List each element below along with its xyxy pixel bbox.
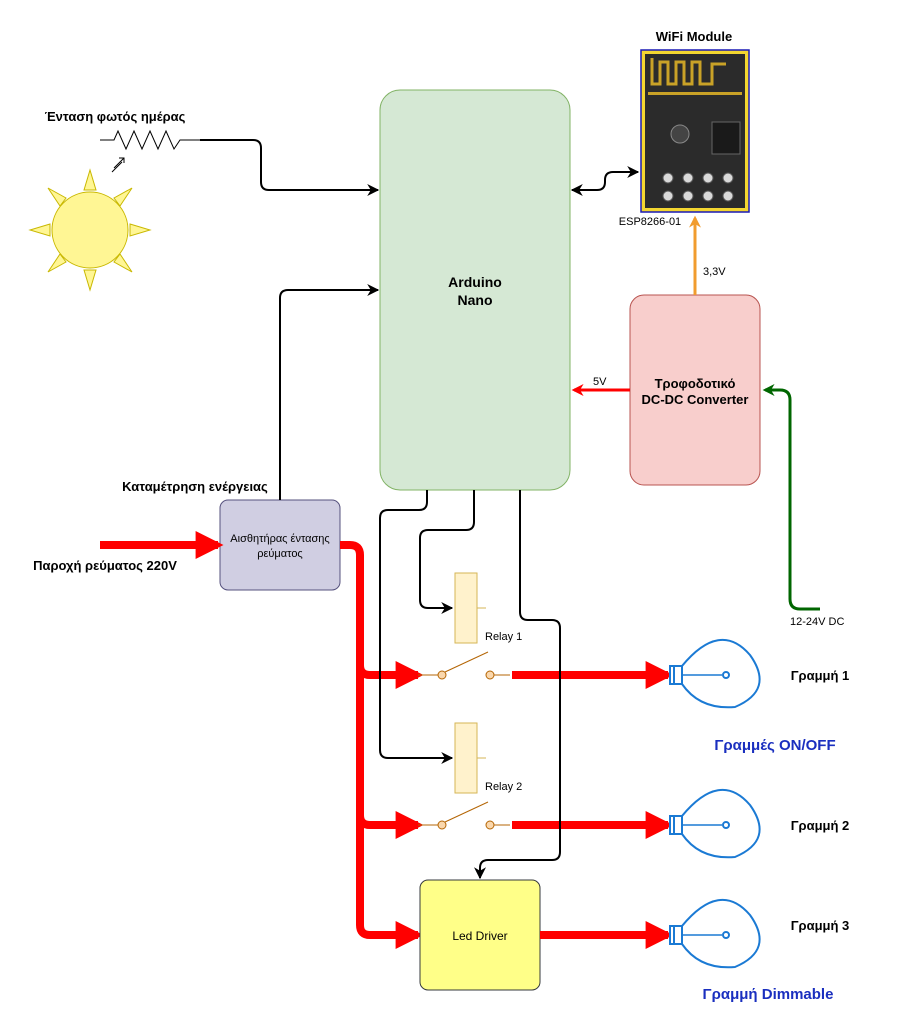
arduino-nano-block [379, 89, 571, 491]
arduino-label-line2: Nano [458, 292, 493, 308]
line3-label: Γραμμή 3 [791, 918, 850, 933]
power-bus [340, 541, 390, 939]
relay1-switch [418, 651, 510, 680]
sensor-label-line1: Αισθητήρας έντασης [230, 533, 329, 545]
esp8266-module-image [640, 49, 750, 213]
led-driver-label: Led Driver [452, 929, 507, 943]
psu-label-line2: DC-DC Converter [642, 392, 749, 407]
bulb-line1-icon [669, 638, 761, 709]
sun-icon [28, 168, 152, 292]
arduino-label-line1: Arduino [448, 274, 502, 290]
relay2-coil [454, 722, 478, 794]
relay2-switch [418, 801, 510, 830]
energy-metering-label: Καταμέτρηση ενέργειας [122, 479, 268, 494]
current-sensor-block [219, 499, 341, 591]
wifi-module-title: WiFi Module [656, 29, 732, 44]
wifi-data-link [570, 166, 640, 196]
photoresistor-icon [100, 129, 200, 173]
dc-input-label: 12-24V DC [790, 616, 844, 628]
dc-input-wire [762, 384, 820, 611]
power-feed-relay2 [356, 814, 392, 829]
relay2-label: Relay 2 [485, 781, 522, 793]
onoff-group-label: Γραμμές ON/OFF [714, 737, 835, 754]
mains-supply-label: Παροχή ρεύματος 220V [33, 558, 177, 573]
bulb-line3-icon [669, 898, 761, 969]
relay2-control-wire [379, 490, 454, 764]
led-driver-control-wire [474, 490, 561, 880]
voltage-3v3-label: 3,3V [703, 266, 726, 278]
sensor-signal-wire [279, 284, 380, 500]
relay1-coil [454, 572, 478, 644]
sensor-label-line2: ρεύματος [257, 548, 302, 560]
ldr-signal-wire [200, 139, 380, 196]
bulb-line2-icon [669, 788, 761, 859]
dimmable-group-label: Γραμμή Dimmable [703, 986, 834, 1003]
esp-model-label: ESP8266-01 [619, 216, 681, 228]
power-feed-relay1 [356, 664, 392, 679]
line1-label: Γραμμή 1 [791, 668, 850, 683]
voltage-5v-label: 5V [593, 376, 607, 388]
relay1-control-wire [419, 490, 475, 614]
line2-label: Γραμμή 2 [791, 818, 850, 833]
daylight-label: Ένταση φωτός ημέρας [45, 109, 186, 124]
relay1-label: Relay 1 [485, 631, 522, 643]
psu-label-line1: Τροφοδοτικό [655, 376, 736, 391]
